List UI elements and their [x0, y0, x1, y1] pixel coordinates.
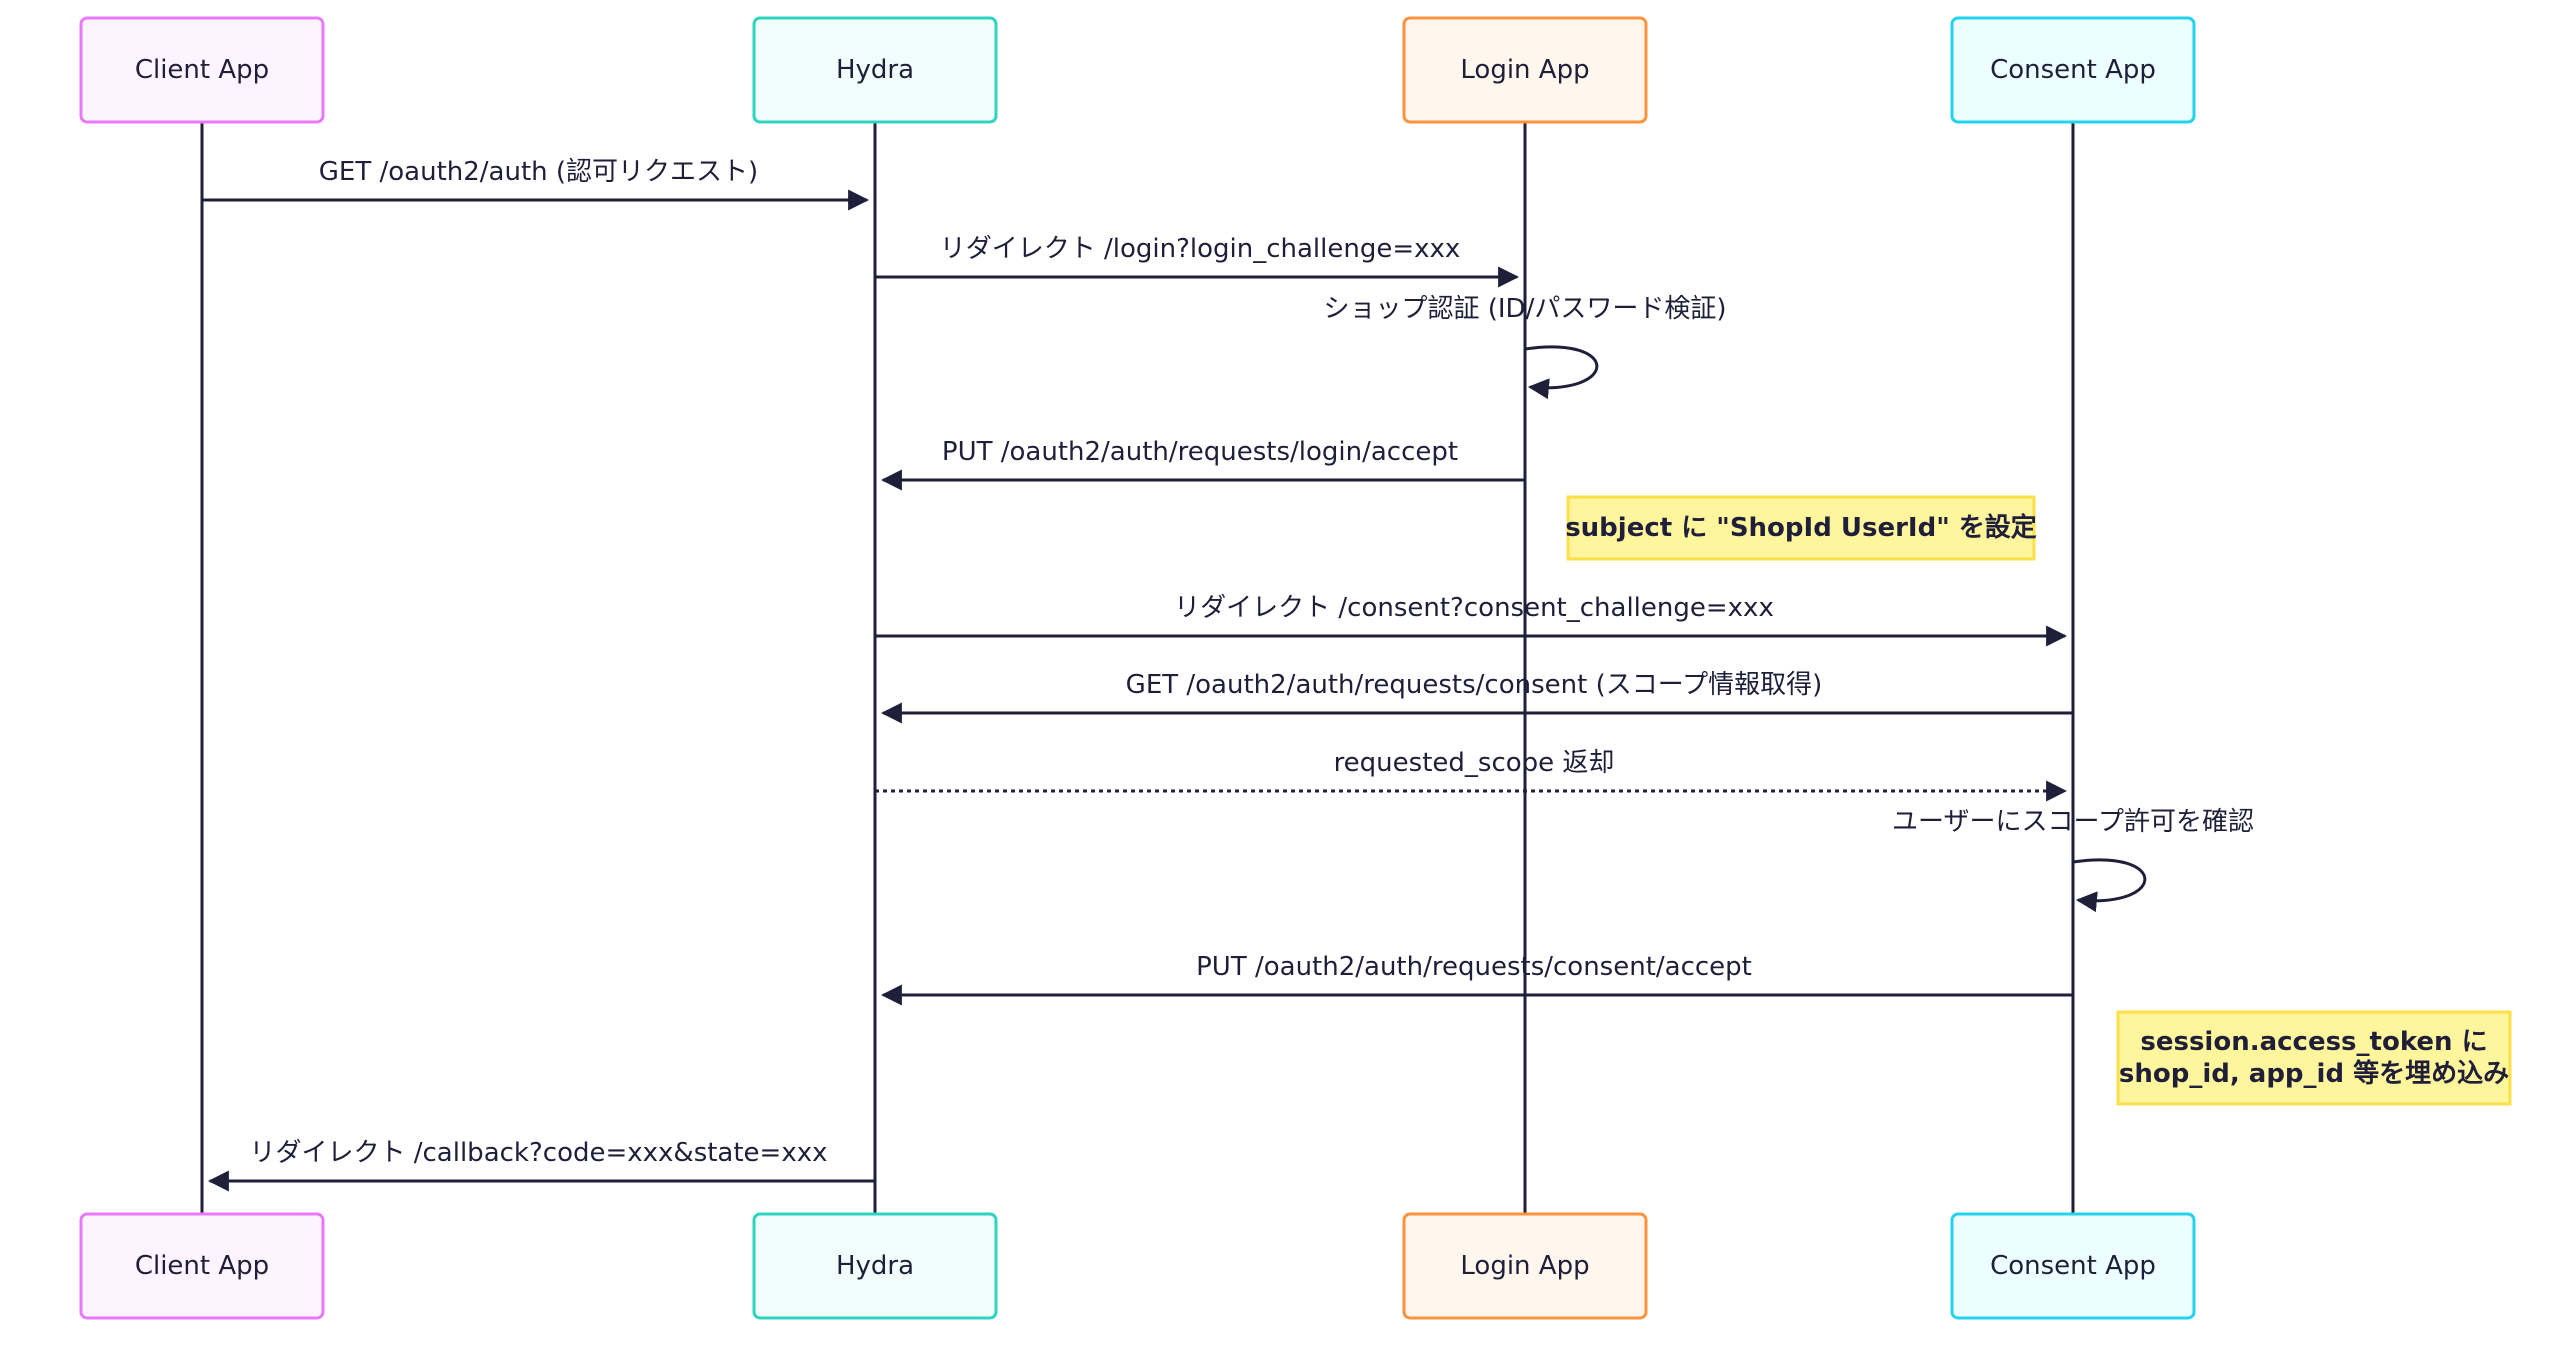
message-label: ユーザーにスコープ許可を確認: [1892, 807, 2254, 837]
note-text: subject に "ShopId UserId" を設定: [1565, 512, 2037, 543]
message-10: リダイレクト /callback?code=xxx&state=xxx: [207, 1138, 875, 1192]
message-label: PUT /oauth2/auth/requests/login/accept: [942, 437, 1458, 467]
actor-box: [79, 16, 325, 124]
actor-consent-bottom: Consent App: [1950, 1212, 2196, 1320]
actor-box: [752, 1212, 998, 1320]
note-text: session.access_token に: [2140, 1027, 2487, 1057]
actor-label: Hydra: [836, 55, 914, 85]
actor-label: Client App: [135, 55, 269, 85]
self-arrow: [2072, 858, 2147, 913]
actor-label: Login App: [1460, 55, 1589, 85]
message-label: ショップ認証 (ID/パスワード検証): [1323, 294, 1726, 324]
message-9: PUT /oauth2/auth/requests/consent/accept: [880, 952, 2073, 1006]
message-label: PUT /oauth2/auth/requests/consent/accept: [1196, 952, 1752, 982]
message-label: GET /oauth2/auth/requests/consent (スコープ情…: [1126, 670, 1823, 700]
actor-consent-top: Consent App: [1950, 16, 2196, 124]
actor-label: Login App: [1460, 1251, 1589, 1281]
message-1: GET /oauth2/auth (認可リクエスト): [202, 157, 870, 211]
message-label: リダイレクト /callback?code=xxx&state=xxx: [249, 1138, 827, 1168]
message-2: リダイレクト /login?login_challenge=xxx: [875, 234, 1520, 288]
message-7: requested_scope 返却: [875, 748, 2068, 802]
message-label: requested_scope 返却: [1334, 748, 1615, 778]
actor-hydra-bottom: Hydra: [752, 1212, 998, 1320]
message-label: GET /oauth2/auth (認可リクエスト): [319, 157, 758, 187]
actor-label: Client App: [135, 1251, 269, 1281]
note-text: shop_id, app_id 等を埋め込み: [2119, 1058, 2509, 1089]
note-box: [1566, 495, 2036, 561]
actor-box: [1950, 16, 2196, 124]
actor-box: [1402, 1212, 1648, 1320]
actor-box: [752, 16, 998, 124]
actor-label: Consent App: [1990, 55, 2156, 85]
actor-box: [1950, 1212, 2196, 1320]
actor-login-bottom: Login App: [1402, 1212, 1648, 1320]
actor-box: [1402, 16, 1648, 124]
actor-client-top: Client App: [79, 16, 325, 124]
message-4: PUT /oauth2/auth/requests/login/accept: [880, 437, 1525, 491]
message-8: ユーザーにスコープ許可を確認: [1892, 807, 2254, 913]
actor-hydra-top: Hydra: [752, 16, 998, 124]
note-1: subject に "ShopId UserId" を設定: [1565, 495, 2037, 561]
actor-box: [79, 1212, 325, 1320]
actor-client-bottom: Client App: [79, 1212, 325, 1320]
message-3: ショップ認証 (ID/パスワード検証): [1323, 294, 1727, 400]
message-label: リダイレクト /login?login_challenge=xxx: [940, 234, 1461, 264]
note-box: [2116, 1010, 2512, 1106]
message-5: リダイレクト /consent?consent_challenge=xxx: [875, 593, 2068, 647]
actor-login-top: Login App: [1402, 16, 1648, 124]
actor-label: Consent App: [1990, 1251, 2156, 1281]
message-label: リダイレクト /consent?consent_challenge=xxx: [1174, 593, 1774, 623]
message-6: GET /oauth2/auth/requests/consent (スコープ情…: [880, 670, 2073, 724]
actor-label: Hydra: [836, 1251, 914, 1281]
self-arrow: [1524, 345, 1599, 400]
